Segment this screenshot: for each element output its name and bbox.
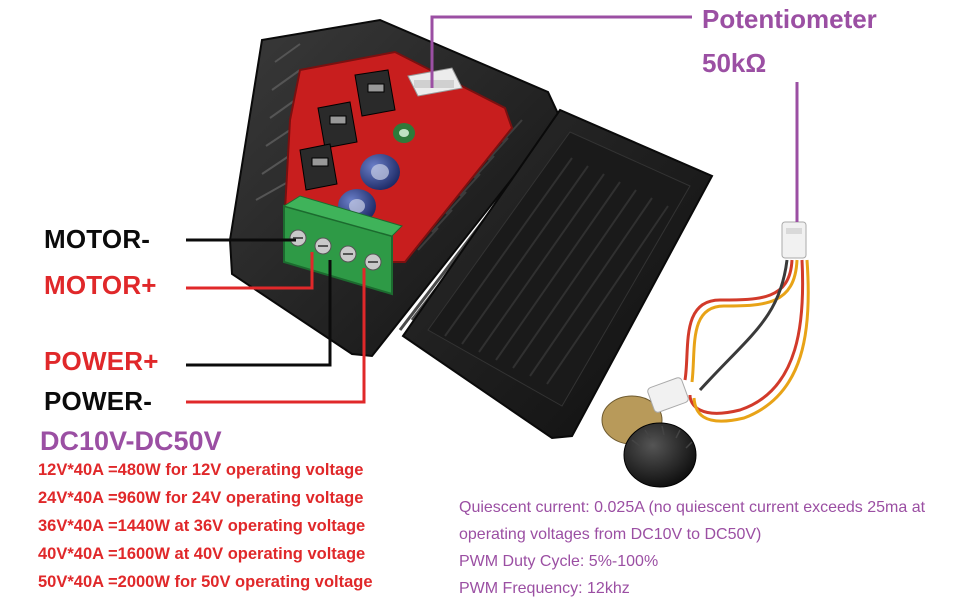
pot-cable [683,259,810,423]
spec-item-36v: 36V*40A =1440W at 36V operating voltage [38,517,366,535]
spec-item-50v: 50V*40A =2000W for 50V operating voltage [38,573,373,591]
label-motor-minus: MOTOR- [44,224,151,254]
label-motor-plus: MOTOR+ [44,270,157,300]
callout-power-minus [186,268,366,404]
mosfet-heatsinks [299,69,396,191]
voltage-range: DC10V-DC50V [40,426,222,456]
potentiometer-value: 50kΩ [702,48,767,78]
spec-item-12v: 12V*40A =480W for 12V operating voltage [38,461,364,479]
callout-motor-plus [186,252,314,290]
potentiometer-knob [601,377,697,488]
potentiometer-title: Potentiometer [702,4,877,34]
cable-connector [781,221,807,259]
pwm-frequency-text: PWM Frequency: 12khz [459,580,630,597]
quiescent-current-text: Quiescent current: 0.025A (no quiescent … [459,499,926,543]
callout-power-plus [186,260,332,367]
controller-lid [401,108,714,440]
spec-item-40v: 40V*40A =1600W at 40V operating voltage [38,545,366,563]
spec-list: 12V*40A =480W for 12V operating voltage … [38,461,373,601]
callout-potentiometer [430,15,692,88]
pot-connector-header [407,67,463,97]
spec-item-24v: 24V*40A =960W for 24V operating voltage [38,489,364,507]
pwm-duty-cycle-text: PWM Duty Cycle: 5%-100% [459,553,659,570]
label-power-minus: POWER- [44,386,153,416]
spec-info-block: Quiescent current: 0.025A (no quiescent … [459,494,959,602]
callout-lines [186,15,799,404]
label-power-plus: POWER+ [44,346,159,376]
